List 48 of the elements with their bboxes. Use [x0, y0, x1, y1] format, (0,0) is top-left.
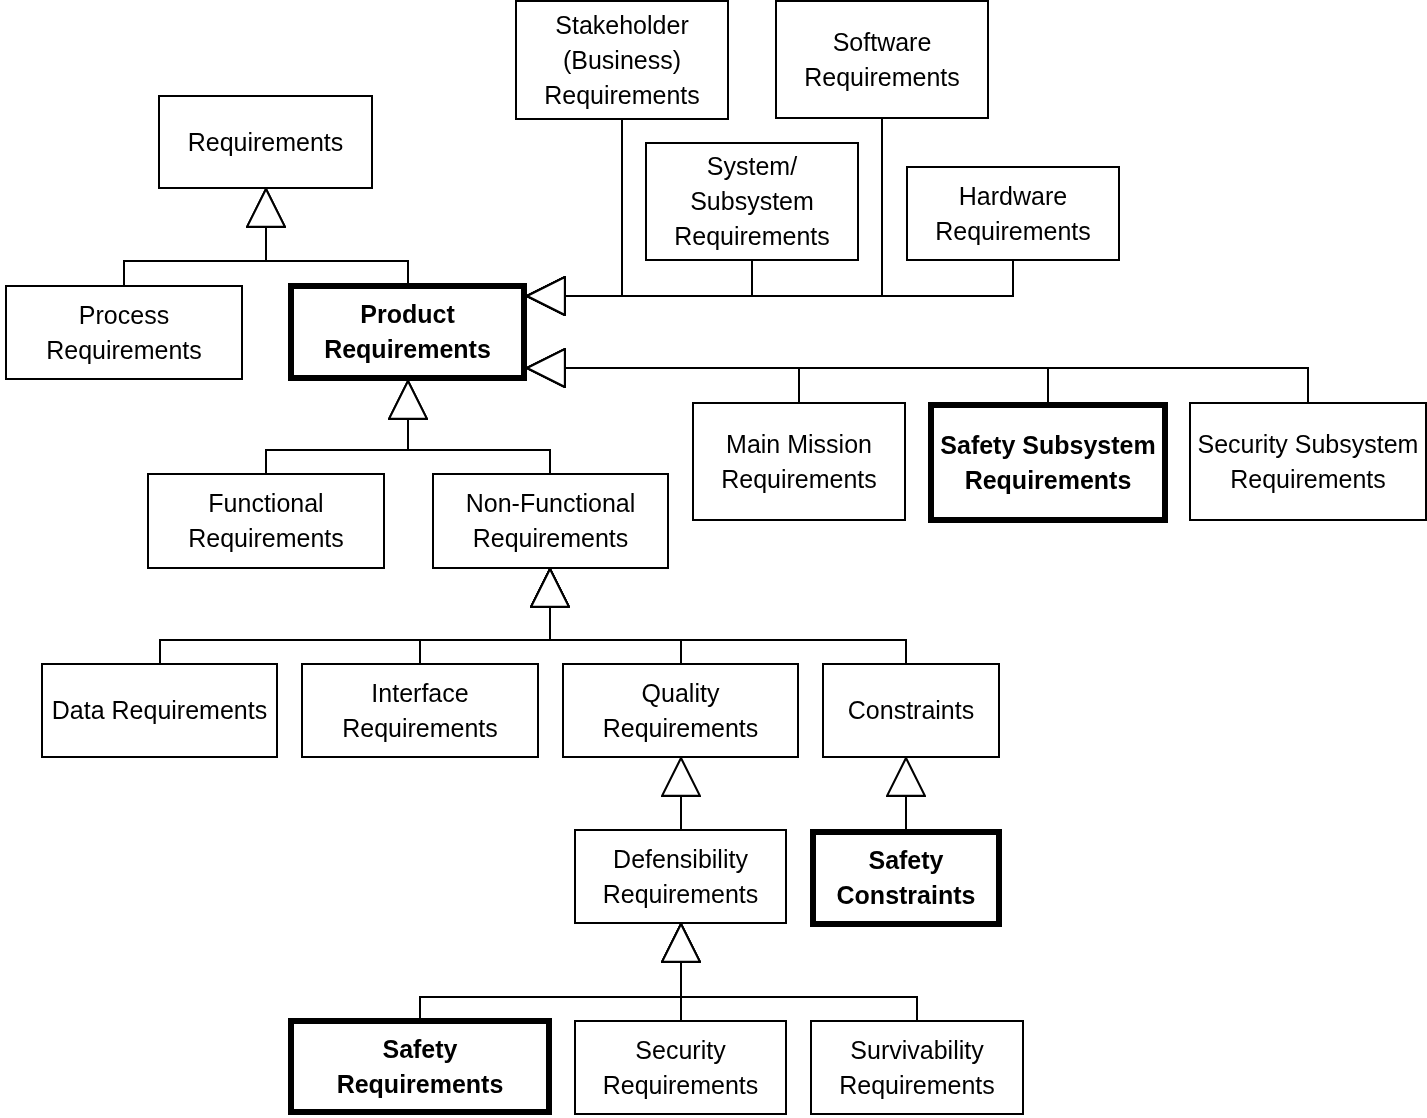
box-label: Product Requirements — [323, 299, 492, 365]
box-label: Process Requirements — [45, 299, 203, 366]
requirement-box — [288, 283, 527, 381]
box-label: System/ Subsystem Requirements — [673, 151, 831, 252]
generalization-arrow — [661, 756, 701, 830]
box-label: Hardware Requirements — [934, 180, 1092, 247]
generalization-arrow — [661, 922, 918, 1021]
generalization-arrow — [886, 756, 926, 830]
box-label: Quality Requirements — [601, 677, 760, 744]
requirement-box — [1189, 402, 1427, 521]
requirement-box — [158, 95, 373, 189]
box-label: Non-Functional Requirements — [464, 488, 637, 554]
requirement-box — [645, 142, 859, 261]
box-label: Requirements — [187, 126, 344, 158]
requirement-box — [810, 829, 1002, 927]
requirement-box — [692, 402, 906, 521]
requirement-box — [574, 829, 787, 924]
requirement-box — [301, 663, 539, 758]
requirement-box — [810, 1020, 1024, 1115]
box-label: Main Mission Requirements — [720, 428, 878, 495]
requirement-box — [432, 473, 669, 569]
box-label: Stakeholder (Business) Requirements — [543, 9, 701, 111]
requirement-box — [775, 0, 989, 119]
requirement-box — [574, 1020, 787, 1115]
requirement-box — [906, 166, 1120, 261]
requirement-box — [822, 663, 1000, 758]
requirement-box — [41, 663, 278, 758]
requirement-box — [288, 1018, 552, 1115]
requirement-box — [147, 473, 385, 569]
box-label: Interface Requirements — [341, 677, 499, 744]
box-label: Security Requirements — [601, 1034, 760, 1101]
box-label: Security Subsystem Requirements — [1197, 428, 1419, 495]
requirement-box — [515, 0, 729, 120]
box-label: Functional Requirements — [187, 488, 345, 554]
box-label: Defensibility Requirements — [601, 843, 760, 910]
box-label: Survivability Requirements — [838, 1034, 996, 1101]
generalization-arrow — [246, 187, 409, 284]
requirement-box — [5, 285, 243, 380]
box-label: Safety Subsystem Requirements — [940, 429, 1156, 496]
generalization-arrow — [530, 567, 907, 664]
requirement-box — [562, 663, 799, 758]
box-label: Data Requirements — [51, 695, 268, 726]
box-label: Safety Requirements — [335, 1033, 505, 1100]
box-label: Constraints — [847, 695, 975, 726]
generalization-arrow — [388, 379, 551, 474]
box-label: Safety Constraints — [835, 845, 977, 911]
box-label: Software Requirements — [803, 26, 961, 93]
requirement-box — [928, 402, 1168, 523]
